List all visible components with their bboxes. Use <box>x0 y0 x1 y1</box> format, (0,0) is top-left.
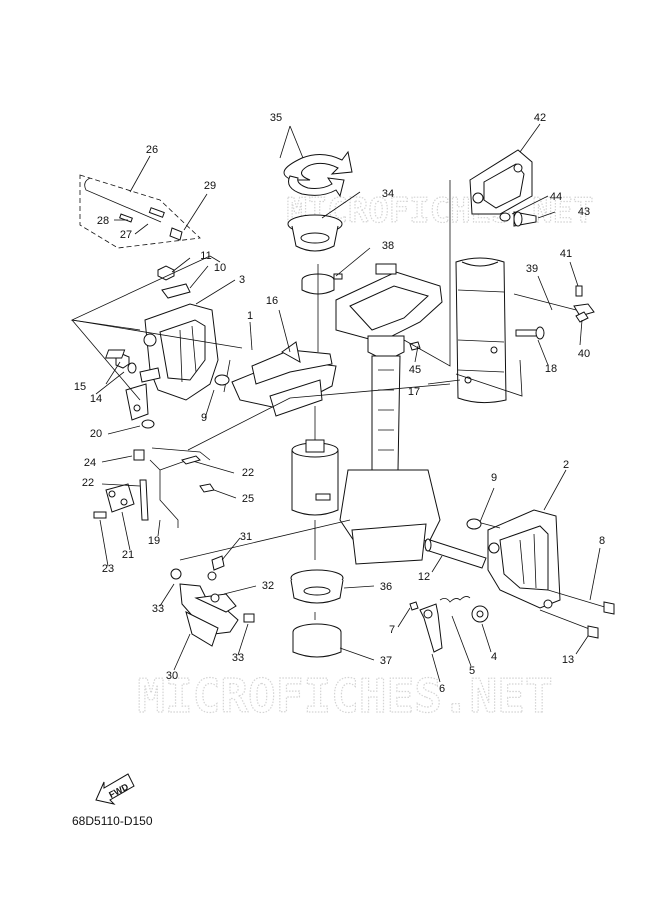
callout-28: 28 <box>97 215 109 227</box>
callout-32: 32 <box>262 580 274 592</box>
callout-23: 23 <box>102 563 114 575</box>
callout-42: 42 <box>534 112 546 124</box>
part-30-33-clamp-lever <box>170 555 255 647</box>
callout-44: 44 <box>550 191 562 203</box>
callout-35: 35 <box>270 112 282 124</box>
callout-22-left: 22 <box>82 477 94 489</box>
part-19-20-22-24-25-lever-rod <box>93 419 215 528</box>
callout-9-right: 9 <box>491 472 497 484</box>
callout-36: 36 <box>380 581 392 593</box>
callout-40: 40 <box>578 348 590 360</box>
callout-18: 18 <box>545 363 557 375</box>
callout-9-left: 9 <box>201 412 207 424</box>
callout-39: 39 <box>526 263 538 275</box>
callout-10: 10 <box>214 262 226 274</box>
watermark-bottom: MICROFICHES.NET <box>137 669 552 723</box>
swivel-tube-column <box>291 406 339 516</box>
callout-43: 43 <box>578 206 590 218</box>
part-4-7-spring-lever <box>409 596 489 653</box>
part-38-band-clamp <box>301 273 343 295</box>
callout-labels: 35 26 29 34 28 27 38 11 10 3 16 1 42 44 … <box>74 112 605 695</box>
callout-2: 2 <box>563 459 569 471</box>
callout-6: 6 <box>439 683 445 695</box>
callout-1: 1 <box>247 310 253 322</box>
diagram-code: 68D5110-D150 <box>72 814 153 828</box>
part-8-13-bolts <box>539 589 615 639</box>
part-16-swivel-bracket <box>105 341 337 417</box>
callout-33-right: 33 <box>232 652 244 664</box>
callout-8: 8 <box>599 535 605 547</box>
callout-16: 16 <box>266 295 278 307</box>
callout-34: 34 <box>382 188 394 200</box>
part-34-upper-mount-rubber <box>287 214 343 252</box>
part-37-shim <box>292 623 342 658</box>
part-3-bracket-left <box>125 303 219 421</box>
callout-37: 37 <box>380 655 392 667</box>
callout-27: 27 <box>120 229 132 241</box>
part-36-lower-mount-rubber <box>290 569 344 604</box>
callout-7: 7 <box>389 624 395 636</box>
callout-22-right: 22 <box>242 467 254 479</box>
upper-casing <box>335 263 443 565</box>
callout-13: 13 <box>562 654 574 666</box>
part-42-bracket <box>469 149 533 215</box>
callout-29: 29 <box>204 180 216 192</box>
callout-25: 25 <box>242 493 254 505</box>
callout-31: 31 <box>240 531 252 543</box>
fwd-arrow-icon: FWD <box>95 773 135 805</box>
part-12-tilt-tube <box>424 538 487 569</box>
callout-3: 3 <box>239 274 245 286</box>
callout-21: 21 <box>122 549 134 561</box>
callout-20: 20 <box>90 428 102 440</box>
part-43-44-screw-washer <box>499 211 537 227</box>
leader-lines <box>70 123 601 683</box>
callout-15: 15 <box>74 381 86 393</box>
part-17-cover <box>455 257 507 404</box>
callout-5: 5 <box>469 665 475 677</box>
callout-26: 26 <box>146 144 158 156</box>
part-35-rotation-arrow <box>283 150 353 198</box>
part-10-11-plate-nut <box>157 265 191 299</box>
callout-24: 24 <box>84 457 96 469</box>
part-26-rod-assy <box>79 174 201 249</box>
callout-11: 11 <box>200 250 211 262</box>
callout-19: 19 <box>148 535 160 547</box>
callout-41: 41 <box>560 248 572 260</box>
callout-38: 38 <box>382 240 394 252</box>
callout-17: 17 <box>408 386 420 398</box>
callout-45: 45 <box>409 364 421 376</box>
callout-30: 30 <box>166 670 178 682</box>
callout-33-left: 33 <box>152 603 164 615</box>
part-2-bracket-right <box>487 509 561 609</box>
part-39-41-link-rod <box>513 285 595 323</box>
callout-4: 4 <box>491 651 497 663</box>
callout-12: 12 <box>418 571 430 583</box>
callout-14: 14 <box>90 393 102 405</box>
